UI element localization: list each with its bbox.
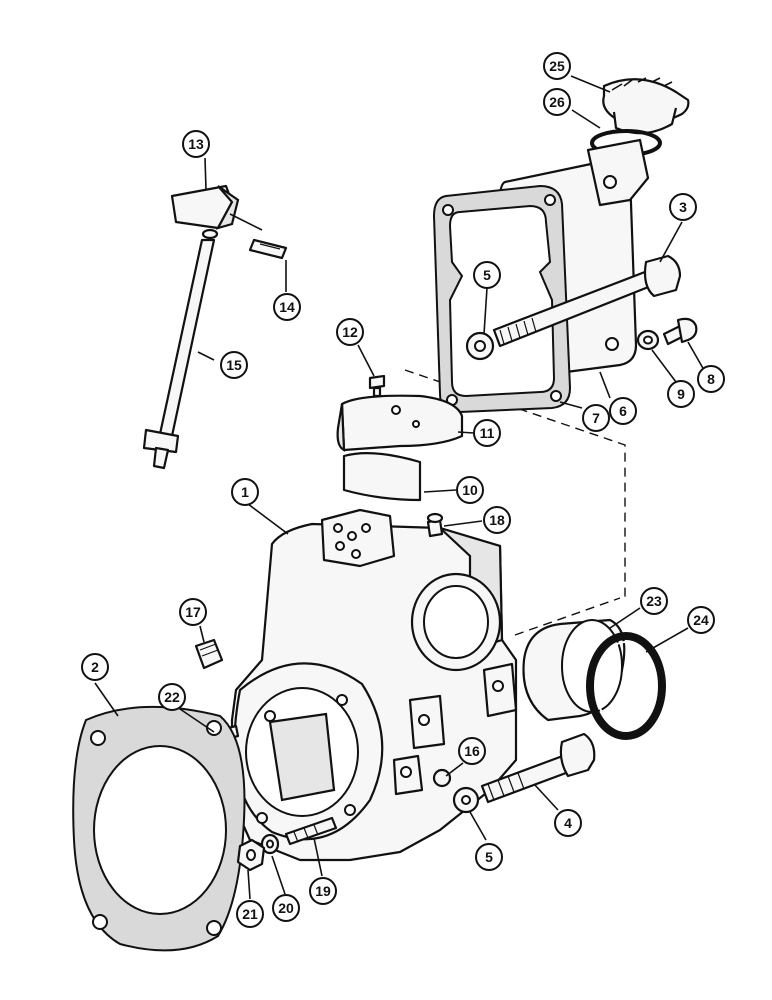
callout-25: 25 (543, 52, 571, 80)
callout-6: 6 (609, 397, 637, 425)
callout-9: 9 (667, 380, 695, 408)
callout-7: 7 (582, 404, 610, 432)
filler-cap (602, 77, 690, 135)
callout-label: 5 (485, 849, 493, 865)
callout-24: 24 (687, 606, 715, 634)
seal-ring (586, 632, 666, 740)
callout-label: 12 (342, 324, 358, 340)
callout-13: 13 (182, 130, 210, 158)
housing-gasket (72, 705, 246, 952)
stud-washer (260, 833, 280, 855)
callout-label: 17 (185, 604, 201, 620)
callout-label: 16 (464, 743, 480, 759)
callout-3: 3 (669, 193, 697, 221)
callout-label: 1 (241, 484, 249, 500)
callout-1: 1 (231, 478, 259, 506)
callout-2: 2 (81, 653, 109, 681)
callout-20: 20 (272, 894, 300, 922)
callout-10: 10 (456, 476, 484, 504)
callout-5-upper: 5 (473, 261, 501, 289)
callout-label: 18 (489, 512, 505, 528)
callout-12: 12 (336, 318, 364, 346)
callout-label: 25 (549, 58, 565, 74)
hex-nut (236, 838, 266, 872)
lock-washer-upper (465, 331, 495, 361)
callout-16: 16 (458, 737, 486, 765)
lever (170, 184, 240, 230)
callout-label: 24 (693, 612, 709, 628)
callout-label: 2 (91, 659, 99, 675)
callout-8: 8 (697, 365, 725, 393)
cap-screw (662, 317, 698, 346)
callout-label: 10 (462, 482, 478, 498)
upper-block (336, 394, 464, 452)
callout-label: 13 (188, 136, 204, 152)
callout-label: 5 (483, 267, 491, 283)
callout-label: 23 (646, 593, 662, 609)
callout-label: 3 (679, 199, 687, 215)
callout-5-lower: 5 (475, 843, 503, 871)
callout-15: 15 (220, 351, 248, 379)
callout-label: 15 (226, 357, 242, 373)
callout-label: 6 (619, 403, 627, 419)
bearing-sleeve (522, 618, 626, 722)
callout-18: 18 (483, 506, 511, 534)
lower-block (342, 452, 422, 502)
callout-22: 22 (158, 683, 186, 711)
cover-gasket (432, 184, 572, 414)
long-bolt (492, 254, 682, 348)
callout-19: 19 (309, 877, 337, 905)
callout-26: 26 (543, 88, 571, 116)
control-shaft (142, 228, 219, 470)
stud (284, 816, 338, 846)
gearbox-housing (230, 508, 518, 862)
lock-washer-lower (452, 786, 480, 814)
grease-fitting (426, 512, 444, 538)
pipe-plug (194, 638, 224, 670)
housing-plug (432, 768, 452, 788)
roll-pin (248, 238, 288, 260)
callout-label: 20 (278, 900, 294, 916)
callout-label: 14 (279, 299, 295, 315)
side-bolt (480, 732, 596, 804)
callout-14: 14 (273, 293, 301, 321)
callout-label: 9 (677, 386, 685, 402)
callout-label: 26 (549, 94, 565, 110)
callout-label: 22 (164, 689, 180, 705)
callout-label: 21 (242, 906, 258, 922)
callout-21: 21 (236, 900, 264, 928)
callout-4: 4 (554, 809, 582, 837)
callout-23: 23 (640, 587, 668, 615)
callout-label: 11 (480, 425, 495, 441)
callout-label: 19 (315, 883, 331, 899)
callout-17: 17 (179, 598, 207, 626)
leader-lines (94, 75, 705, 900)
small-washer (636, 329, 660, 351)
callout-label: 4 (564, 815, 572, 831)
callout-label: 8 (707, 371, 715, 387)
callout-label: 7 (592, 410, 600, 426)
small-screw (368, 374, 386, 398)
callout-11: 11 (473, 419, 501, 447)
